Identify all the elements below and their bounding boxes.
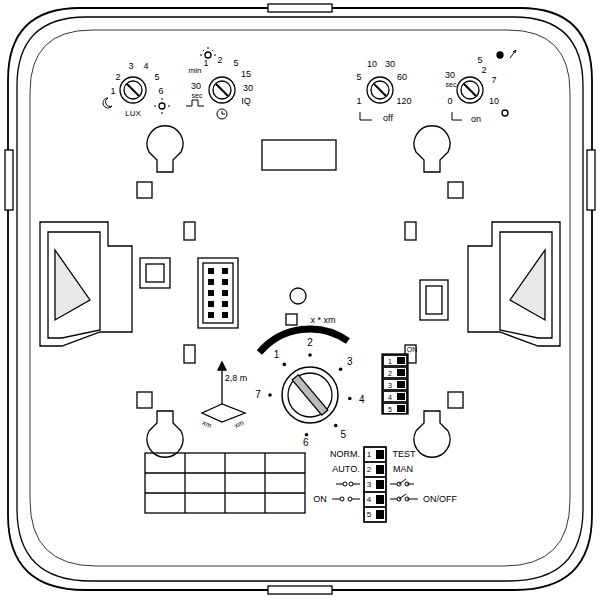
switch-label: NORM.	[330, 450, 360, 459]
scale-number: 7	[491, 76, 496, 85]
switch-number: 4	[367, 496, 371, 504]
scale-number: 10	[489, 97, 499, 106]
switch-label: ON/OFF	[423, 495, 457, 504]
scale-number: 10	[367, 60, 377, 69]
scale-number: 0	[447, 97, 452, 106]
scale-number: 5	[477, 56, 482, 65]
switch-number: 1	[367, 451, 371, 459]
scale-number: 5	[233, 59, 238, 68]
scale-number: 2	[481, 66, 486, 75]
dial-number: 2	[307, 338, 313, 348]
dial-number: 4	[359, 395, 365, 405]
dial-number: 3	[347, 357, 353, 367]
switch-number: 1	[388, 358, 392, 365]
switch-on-label: ON	[407, 346, 418, 353]
switch-number: 2	[367, 466, 371, 474]
dimension-label: 2,8 m	[225, 374, 248, 383]
scale-number: 15	[241, 70, 251, 79]
scale-number: 5	[154, 73, 159, 82]
range-label: x * xm	[310, 316, 335, 325]
dial-number: 5	[341, 430, 347, 440]
scale-number: 5	[356, 73, 361, 82]
scale-number: 3	[128, 62, 133, 71]
scale-number: 1	[110, 87, 115, 96]
switch-number: 5	[388, 406, 392, 413]
scale-number: 4	[143, 62, 148, 71]
unit-label: sec	[446, 81, 457, 88]
scale-label: IQ	[241, 97, 251, 106]
scale-number: 30	[191, 82, 201, 91]
switch-label: MAN	[393, 465, 413, 474]
dial-number: 1	[274, 350, 280, 360]
scale-number: 2	[217, 56, 222, 65]
switch-label: TEST	[392, 450, 415, 459]
unit-label: sec	[192, 92, 203, 99]
switch-number: 2	[388, 370, 392, 377]
switch-label: AUTO.	[332, 465, 359, 474]
dial-number: 7	[255, 390, 261, 400]
scale-label: on	[471, 115, 481, 124]
scale-number: 120	[396, 97, 411, 106]
unit-label: min	[189, 67, 202, 75]
switch-number: 4	[388, 394, 392, 401]
dimension-label: xm	[233, 419, 244, 429]
scale-label: LUX	[125, 110, 141, 118]
scale-number: 30	[243, 84, 253, 93]
scale-number: 1	[203, 59, 208, 68]
scale-label: off	[383, 114, 393, 123]
scale-number: 2	[115, 73, 120, 82]
scale-number: 6	[158, 87, 163, 96]
scale-number: 30	[445, 71, 455, 80]
switch-label: ON	[313, 495, 327, 504]
scale-number: 1	[356, 97, 361, 106]
switch-number: 5	[367, 511, 371, 519]
switch-number: 3	[367, 481, 371, 489]
dial-number: 6	[303, 438, 309, 448]
switch-number: 3	[388, 382, 392, 389]
scale-number: 60	[397, 73, 407, 82]
dimension-label: xm	[201, 419, 212, 429]
scale-number: 30	[385, 60, 395, 69]
